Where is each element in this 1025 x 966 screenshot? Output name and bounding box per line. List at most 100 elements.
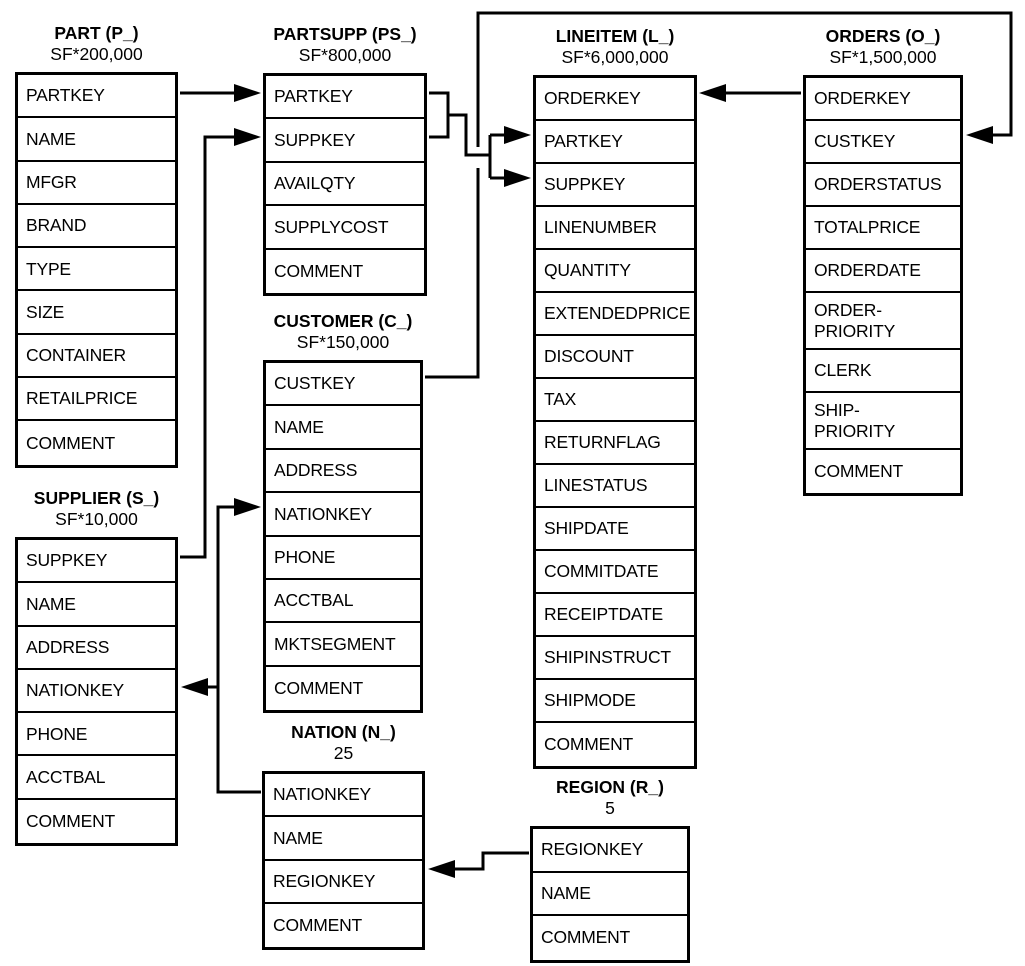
- column-comment: COMMENT: [274, 678, 364, 699]
- column-regionkey: REGIONKEY: [533, 829, 687, 873]
- table-title: PART (P_): [54, 23, 139, 43]
- column-partkey: PARTKEY: [18, 75, 175, 119]
- table-cardinality: SF*10,000: [55, 509, 138, 529]
- column-commitdate: COMMITDATE: [536, 551, 694, 594]
- arrowhead: [699, 84, 726, 102]
- arrowhead: [181, 678, 208, 696]
- table-title: REGION (R_): [556, 777, 664, 797]
- column-shipinstruct: SHIPINSTRUCT: [536, 637, 694, 680]
- connector-line: [455, 851, 529, 871]
- column-suppkey: SUPPKEY: [536, 164, 694, 207]
- column-regionkey: REGIONKEY: [265, 861, 422, 904]
- column-brand: BRAND: [18, 205, 175, 249]
- column-partkey: PARTKEY: [536, 121, 694, 164]
- column-acctbal: ACCTBAL: [18, 756, 175, 800]
- column-discount: DISCOUNT: [536, 336, 694, 379]
- column-mktsegment: MKTSEGMENT: [266, 623, 420, 667]
- table-title: LINEITEM (L_): [555, 26, 675, 46]
- arrowhead: [234, 498, 261, 516]
- column-orderdate: ORDERDATE: [806, 250, 960, 293]
- column-receiptdate: RECEIPTDATE: [536, 594, 694, 637]
- column-size: SIZE: [18, 291, 175, 335]
- column-name: NAME: [265, 817, 422, 861]
- column-orderkey: ORDERKEY: [536, 78, 694, 121]
- table-cardinality: 5: [605, 798, 615, 818]
- relationship-part-partsupp: [180, 84, 261, 102]
- column-suppkey: SUPPKEY: [266, 119, 424, 163]
- table-cardinality: SF*150,000: [296, 332, 390, 352]
- column-extendedprice: EXTENDEDPRICE: [536, 293, 694, 336]
- table-title: SUPPLIER (S_): [33, 488, 160, 508]
- column-tax: TAX: [536, 379, 694, 422]
- arrowhead: [234, 84, 261, 102]
- arrowhead: [504, 169, 531, 187]
- table-cardinality: SF*800,000: [298, 45, 392, 65]
- table-cardinality: SF*1,500,000: [829, 47, 937, 67]
- table-title: PARTSUPP (PS_): [273, 24, 417, 44]
- table-cardinality: SF*200,000: [50, 44, 143, 64]
- table-header-region: REGION (R_)5: [512, 777, 708, 819]
- table-header-lineitem: LINEITEM (L_)SF*6,000,000: [515, 26, 715, 68]
- column-clerk: CLERK: [806, 350, 960, 393]
- table-header-nation: NATION (N_)25: [244, 722, 443, 764]
- arrowhead: [234, 128, 261, 146]
- column-suppkey: SUPPKEY: [18, 540, 175, 584]
- table-title: ORDERS (O_): [825, 26, 941, 46]
- column-comment: COMMENT: [274, 260, 364, 281]
- table-header-partsupp: PARTSUPP (PS_)SF*800,000: [245, 24, 445, 66]
- table-cardinality: SF*6,000,000: [561, 47, 669, 67]
- table-header-supplier: SUPPLIER (S_)SF*10,000: [0, 488, 196, 530]
- arrowhead: [504, 126, 531, 144]
- relationship-partsupp-lineitem: [429, 91, 531, 187]
- column-nationkey: NATIONKEY: [18, 670, 175, 714]
- arrowhead: [966, 126, 993, 144]
- column-comment: COMMENT: [814, 461, 904, 482]
- column-address: ADDRESS: [266, 450, 420, 494]
- column-comment: COMMENT: [273, 915, 363, 936]
- table-header-customer: CUSTOMER (C_)SF*150,000: [245, 311, 441, 353]
- column-custkey: CUSTKEY: [806, 121, 960, 164]
- column-supplycost: SUPPLYCOST: [266, 206, 424, 250]
- column-partkey: PARTKEY: [266, 76, 424, 120]
- column-type: TYPE: [18, 248, 175, 292]
- column-nationkey: NATIONKEY: [266, 493, 420, 537]
- column-mfgr: MFGR: [18, 162, 175, 205]
- column-shipdate: SHIPDATE: [536, 508, 694, 551]
- column-name: NAME: [266, 406, 420, 450]
- table-cardinality: 25: [333, 743, 354, 763]
- column-name: NAME: [18, 118, 175, 162]
- column-custkey: CUSTKEY: [266, 363, 420, 407]
- connector-line: [448, 113, 490, 157]
- column-address: ADDRESS: [18, 627, 175, 670]
- column-order-priority: ORDER- PRIORITY: [806, 293, 960, 350]
- column-phone: PHONE: [18, 713, 175, 757]
- column-name: NAME: [18, 583, 175, 627]
- column-name: NAME: [533, 873, 687, 916]
- column-phone: PHONE: [266, 537, 420, 580]
- column-comment: COMMENT: [26, 811, 116, 832]
- table-title: CUSTOMER (C_): [273, 311, 413, 331]
- column-totalprice: TOTALPRICE: [806, 207, 960, 250]
- column-linestatus: LINESTATUS: [536, 465, 694, 508]
- connector-line: [429, 91, 450, 139]
- table-header-orders: ORDERS (O_)SF*1,500,000: [785, 26, 981, 68]
- relationship-orders-lineitem: [699, 84, 801, 102]
- column-nationkey: NATIONKEY: [265, 774, 422, 818]
- table-header-part: PART (P_)SF*200,000: [0, 23, 196, 65]
- column-comment: COMMENT: [544, 734, 634, 755]
- column-comment: COMMENT: [541, 927, 631, 948]
- relationship-region-nation: [428, 851, 529, 878]
- relationship-nation-supplier: [181, 678, 218, 696]
- column-container: CONTAINER: [18, 335, 175, 379]
- column-returnflag: RETURNFLAG: [536, 422, 694, 465]
- column-retailprice: RETAILPRICE: [18, 378, 175, 422]
